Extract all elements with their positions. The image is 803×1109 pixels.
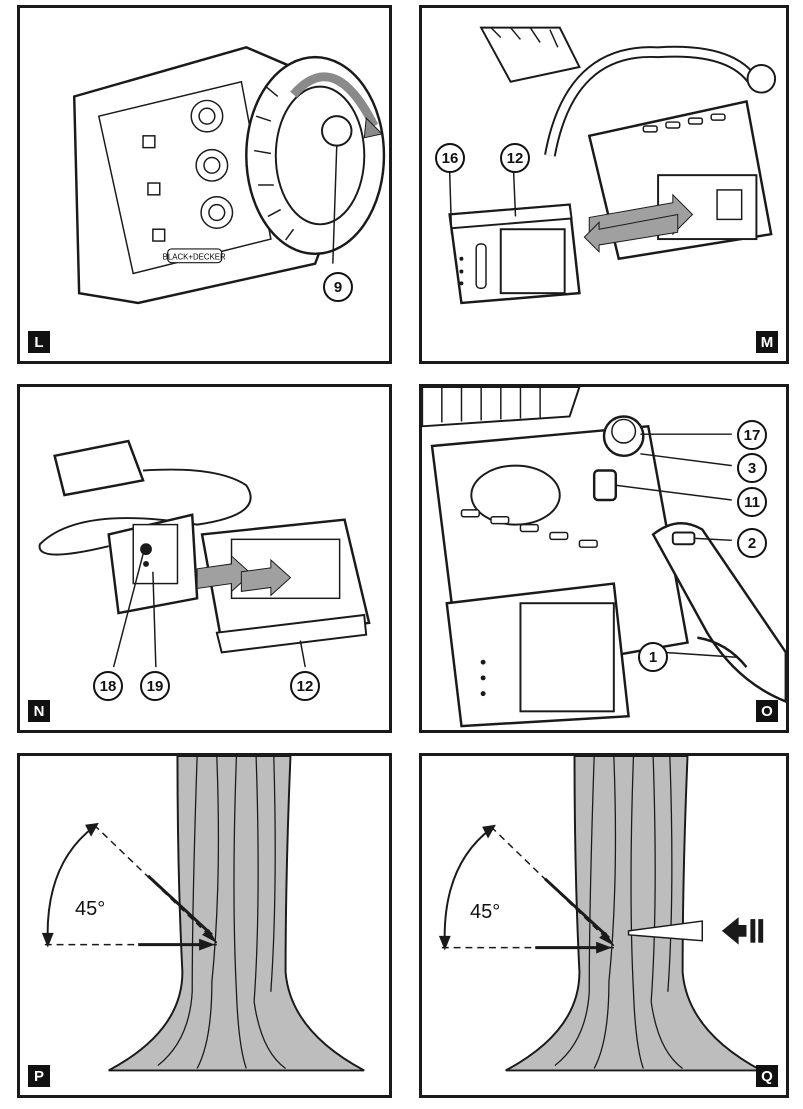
charger-dial-illustration: BLACK+DECKER [72,46,386,305]
callout-17: 17 [737,420,767,450]
panel-letter-l: L [28,331,50,353]
callout-12: 12 [500,143,530,173]
callout-2: 2 [737,528,767,558]
callout-1: 1 [638,642,668,672]
panel-letter-n: N [28,700,50,722]
callout-16: 16 [435,143,465,173]
brand-logo: BLACK+DECKER [163,253,226,262]
tree-felling-wedge-illustration [438,756,764,1072]
callout-11: 11 [737,487,767,517]
battery-insertion-illustration [448,26,777,305]
callout-9: 9 [323,272,353,302]
figure-panel-p: 45° P [17,753,392,1098]
angle-label: 45° [470,901,501,923]
callout-3: 3 [737,453,767,483]
figure-panel-l: BLACK+DECKER 9 L [17,5,392,364]
callout-19: 19 [140,671,170,701]
figure-panel-n: 18 19 12 N [17,384,392,733]
figure-panel-m: 16 12 M [419,5,789,364]
figure-panel-o: 17 3 11 2 1 O [419,384,789,733]
panel-letter-q: Q [756,1065,778,1087]
battery-charger-illustration [38,439,371,668]
callout-12: 12 [290,671,320,701]
angle-label: 45° [75,898,106,920]
panel-letter-m: M [756,331,778,353]
tool-controls-illustration [422,387,786,728]
panel-letter-p: P [28,1065,50,1087]
callout-18: 18 [93,671,123,701]
tree-felling-notch-illustration [41,756,365,1072]
panel-letter-o: O [756,700,778,722]
figure-panel-q: 45° Q [419,753,789,1098]
